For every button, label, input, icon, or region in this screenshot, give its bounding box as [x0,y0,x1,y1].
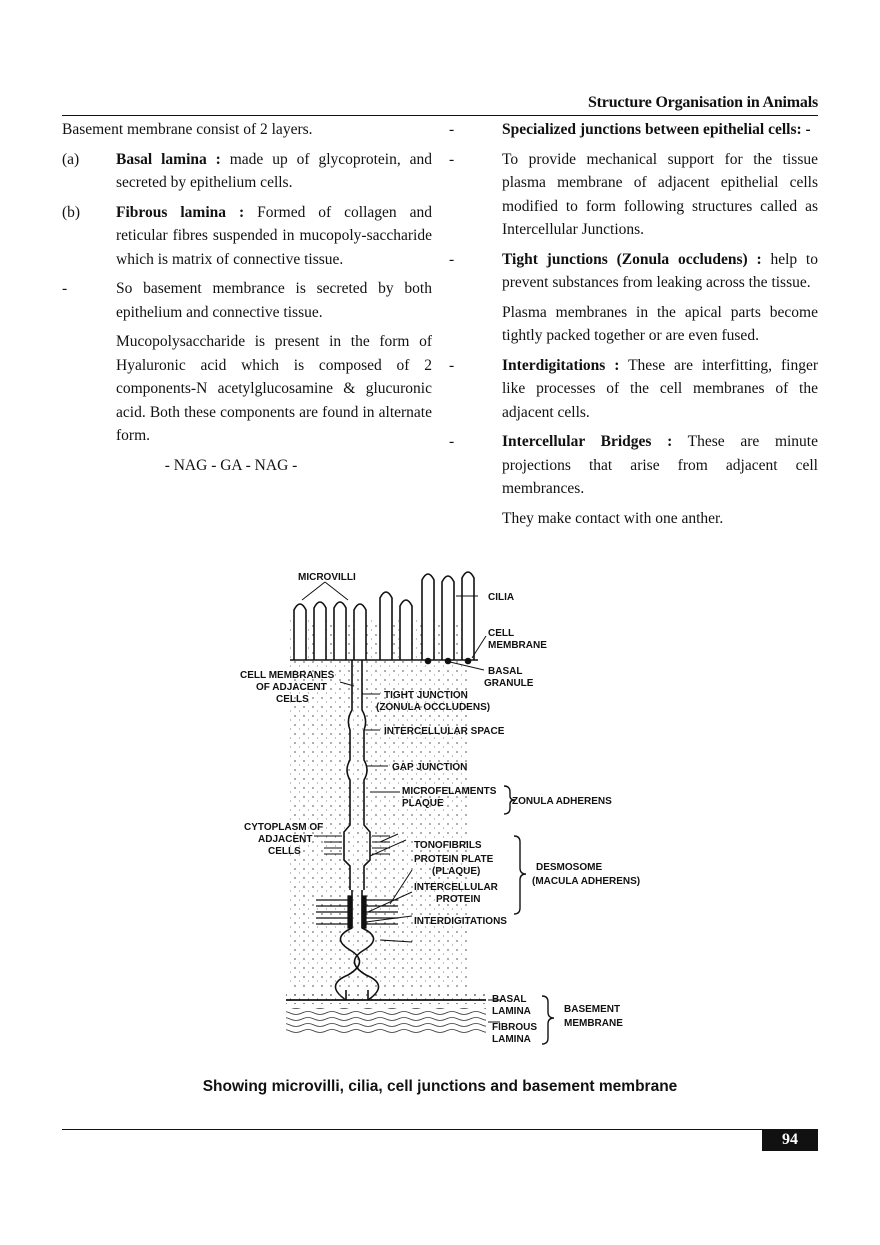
item-body: Formed of collagen and reticular fibres … [116,203,433,268]
label-basement-membrane: MEMBRANE [564,1018,623,1029]
list-item: - To provide mechanical support for the … [449,148,818,242]
list-item: - Intercellular Bridges : These are minu… [449,430,818,501]
left-column: Basement membrane consist of 2 layers. (… [62,118,432,477]
bridges-paragraph: They make contact with one anther. [502,509,724,527]
item-marker: - [449,150,455,168]
microvilli-shapes [293,591,413,660]
item-term: Specialized junctions between epithelial… [502,121,811,138]
label-basal-granule: GRANULE [484,678,534,689]
label-cell-membrane: CELL [488,628,514,639]
grouping-braces [503,785,555,1045]
label-interdigitations: INTERDIGITATIONS [414,916,507,927]
list-item: - Tight junctions (Zonula occludens) : h… [449,248,818,295]
label-microvilli: MICROVILLI [298,572,356,583]
label-cell-membrane: MEMBRANE [488,640,547,651]
label-desmosome: DESMOSOME [536,862,602,873]
label-protein-plate: (PLAQUE) [432,866,480,877]
label-tight-junction: (ZONULA OCCLUDENS) [376,702,490,713]
item-marker: - [449,356,455,374]
label-fibrous-lamina: FIBROUS [492,1022,537,1033]
label-basal-lamina: BASAL [492,994,526,1005]
item-body: These are minute projections that arise … [502,433,818,497]
right-column: - Specialized junctions between epitheli… [449,118,818,536]
item-term: Tight junctions (Zonula occludens) : [502,250,762,268]
label-cytoplasm: CELLS [268,846,301,857]
apical-membrane [290,657,478,665]
item-body: made up of glycoprotein, and secreted by… [116,150,432,192]
item-text: Specialized junctions between epithelial… [502,118,818,142]
item-term: Basal lamina : [116,150,221,168]
label-adjacent-membranes: CELL MEMBRANES [240,670,335,681]
nag-ga-sequence: - NAG - GA - NAG - [164,456,298,474]
intro-line: Basement membrane consist of 2 layers. [62,121,313,138]
label-adjacent-membranes: OF ADJACENT [256,682,327,693]
item-term: Intercellular Bridges : [502,433,673,450]
label-plaque: PLAQUE [402,798,444,809]
label-adjacent-membranes: CELLS [276,694,309,705]
header-rule [62,115,818,116]
item-body: To provide mechanical support for the ti… [502,150,818,239]
tight-junction-paragraph: Plasma membranes in the apical parts bec… [502,303,818,345]
item-body: So basement membrance is secreted by bot… [116,280,432,321]
list-item: - Specialized junctions between epitheli… [449,118,818,142]
item-marker: (b) [62,203,81,221]
item-body: help to prevent substances from leaking … [502,250,818,292]
item-marker: - [449,121,455,138]
label-intercellular-protein: PROTEIN [436,894,480,905]
label-fibrous-lamina: LAMINA [492,1034,531,1045]
item-marker: (a) [62,150,80,168]
basement-membrane-layers [286,992,486,1034]
label-cytoplasm: ADJACENT [258,834,312,845]
figure-caption: Showing microvilli, cilia, cell junction… [202,1078,678,1095]
running-header: Structure Organisation in Animals [587,94,818,111]
item-body: These are interfitting, finger like proc… [502,356,819,421]
item-term: Fibrous lamina : [116,203,245,221]
cell-junction-diagram: MICROVILLI CILIA CELL MEMBRANE BASAL GRA… [240,571,640,1045]
label-tonofibrils: TONOFIBRILS [414,840,482,851]
mucopolysaccharide-paragraph: Mucopolysaccharide is present in the for… [116,333,432,444]
page-number: 94 [762,1129,818,1151]
label-protein-plate: PROTEIN PLATE [414,854,494,865]
label-tight-junction: TIGHT JUNCTION [384,690,468,701]
cell-junction-figure: MICROVILLI CILIA CELL MEMBRANE BASAL GRA… [230,560,670,1060]
item-term: Interdigitations : [502,356,620,374]
label-basal-granule: BASAL [488,666,522,677]
list-item: (b) Fibrous lamina : Formed of collagen … [62,201,432,272]
label-microfilaments: MICROFELAMENTS [402,786,497,797]
list-item: (a) Basal lamina : made up of glycoprote… [62,148,432,195]
junction-membranes [334,660,380,1001]
item-text: Fibrous lamina : Formed of collagen and … [116,201,432,272]
item-text: Interdigitations : These are interfittin… [502,354,818,425]
label-intercellular-space: INTERCELLULAR SPACE [384,726,505,737]
label-intercellular-protein: INTERCELLULAR [414,882,499,893]
item-text: Tight junctions (Zonula occludens) : hel… [502,248,818,295]
label-basal-lamina: LAMINA [492,1006,531,1017]
label-zonula-adherens: ZONULA ADHERENS [512,796,612,807]
item-text: Basal lamina : made up of glycoprotein, … [116,148,432,195]
footer-rule [62,1129,818,1130]
label-desmosome: (MACULA ADHERENS) [532,876,640,887]
label-cytoplasm: CYTOPLASM OF [244,822,323,833]
item-marker: - [449,250,455,268]
list-item: - So basement membrance is secreted by b… [62,277,432,324]
cytoplasm-stipple [288,618,468,988]
label-basement-membrane: BASEMENT [564,1004,620,1015]
label-cilia: CILIA [488,592,514,603]
label-leader-lines [301,581,502,1023]
item-marker: - [62,280,68,297]
item-text: Intercellular Bridges : These are minute… [502,430,818,501]
item-marker: - [449,433,455,450]
cilia-shapes [421,571,475,660]
list-item: - Interdigitations : These are interfitt… [449,354,818,425]
label-gap-junction: GAP JUNCTION [392,762,467,773]
